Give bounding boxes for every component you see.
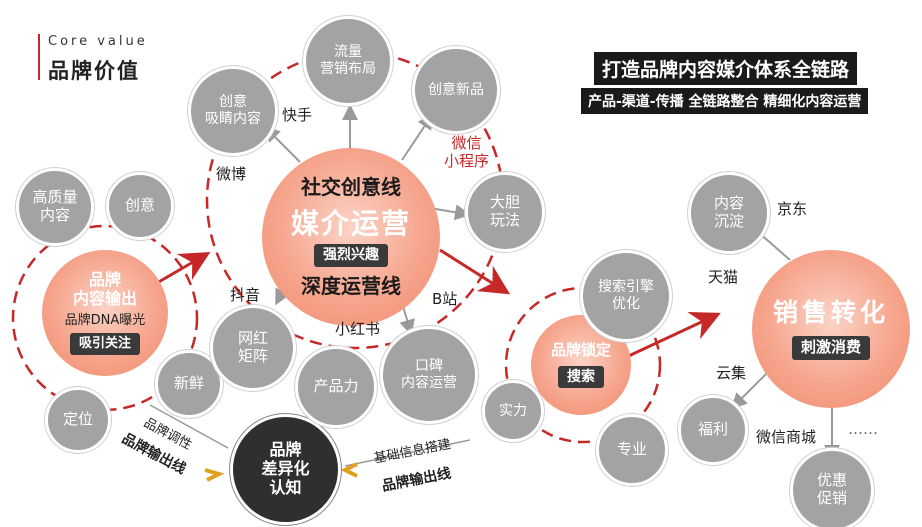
brand-output-title: 品牌 内容输出 — [72, 270, 137, 309]
brand-output-tag: 吸引关注 — [69, 333, 140, 355]
arrow-right-yellow — [340, 462, 358, 478]
header-bar — [38, 34, 40, 80]
node-positioning: 定位 — [45, 387, 111, 453]
label-ellipsis: …… — [848, 420, 878, 438]
brand-lock-title: 品牌锁定 — [550, 340, 611, 359]
page-title: 品牌价值 — [48, 59, 140, 83]
arrow-left-yellow — [204, 468, 225, 482]
label-douyin: 抖音 — [230, 286, 261, 304]
banner-main: 打造品牌内容媒介体系全链路 — [594, 52, 858, 85]
line-tonality — [149, 404, 229, 449]
media-ops-hub: 社交创意线 媒介运营 强烈兴趣 深度运营线 — [262, 148, 440, 326]
label-miniprogram: 微信 小程序 — [444, 134, 490, 170]
label-jd: 京东 — [777, 200, 808, 218]
media-ops-title: 媒介运营 — [290, 207, 411, 241]
brand-output-subtitle: 品牌DNA曝光 — [64, 313, 146, 329]
node-traffic-layout: 流量 营销布局 — [303, 16, 393, 106]
label-yunji: 云集 — [716, 364, 747, 382]
node-bold-play: 大胆 玩法 — [465, 172, 545, 252]
node-content-deposit: 内容 沉淀 — [688, 172, 770, 254]
node-seo: 搜索引擎 优化 — [580, 250, 672, 342]
banner-sub: 产品-渠道-传播 全链路整合 精细化内容运营 — [581, 88, 869, 114]
spoke-bold — [429, 204, 471, 221]
label-bilibili: B站 — [432, 290, 458, 308]
node-word-of-mouth: 口碑 内容运营 — [380, 326, 478, 424]
media-ops-tag: 强烈兴趣 — [314, 244, 388, 267]
header-subtitle: Core value — [48, 34, 148, 49]
brand-diff-node: 品牌 差异化 认知 — [230, 414, 341, 525]
spoke-eye — [263, 125, 301, 163]
node-welfare: 福利 — [678, 395, 748, 465]
label-weibo: 微博 — [216, 165, 247, 183]
line-basic-info — [344, 439, 471, 467]
node-quality-content: 高质量 内容 — [16, 168, 94, 246]
label-xiaohongshu: 小红书 — [335, 320, 381, 338]
label-tmall: 天猫 — [708, 268, 739, 286]
spoke-newproduct — [401, 113, 434, 161]
node-creative: 创意 — [106, 172, 174, 240]
label-kuaishou: 快手 — [282, 106, 313, 124]
node-discount: 优惠 促销 — [790, 448, 874, 527]
sales-title: 销售转化 — [772, 298, 889, 328]
spoke-welfare — [730, 371, 769, 410]
sales-tag: 刺激消费 — [791, 335, 870, 360]
deep-ops-line: 深度运营线 — [301, 273, 401, 298]
node-strength: 实力 — [482, 380, 544, 442]
label-wechat-mall: 微信商城 — [756, 428, 817, 446]
node-professional: 专业 — [596, 414, 668, 486]
arrow-media-to-lock — [439, 248, 511, 295]
node-influencer-matrix: 网红 矩阵 — [210, 305, 296, 391]
brand-output-hub: 品牌 内容输出 品牌DNA曝光 吸引关注 — [42, 250, 168, 376]
arrow-lock-to-sales — [619, 312, 721, 362]
brand-lock-tag: 搜索 — [558, 365, 604, 389]
sales-hub: 销售转化 刺激消费 — [752, 250, 910, 408]
node-new-product: 创意新品 — [412, 46, 500, 134]
social-creative-line: 社交创意线 — [301, 174, 401, 199]
node-product-power: 产品力 — [295, 346, 377, 428]
node-eye-catching: 创意 吸睛内容 — [188, 66, 278, 156]
